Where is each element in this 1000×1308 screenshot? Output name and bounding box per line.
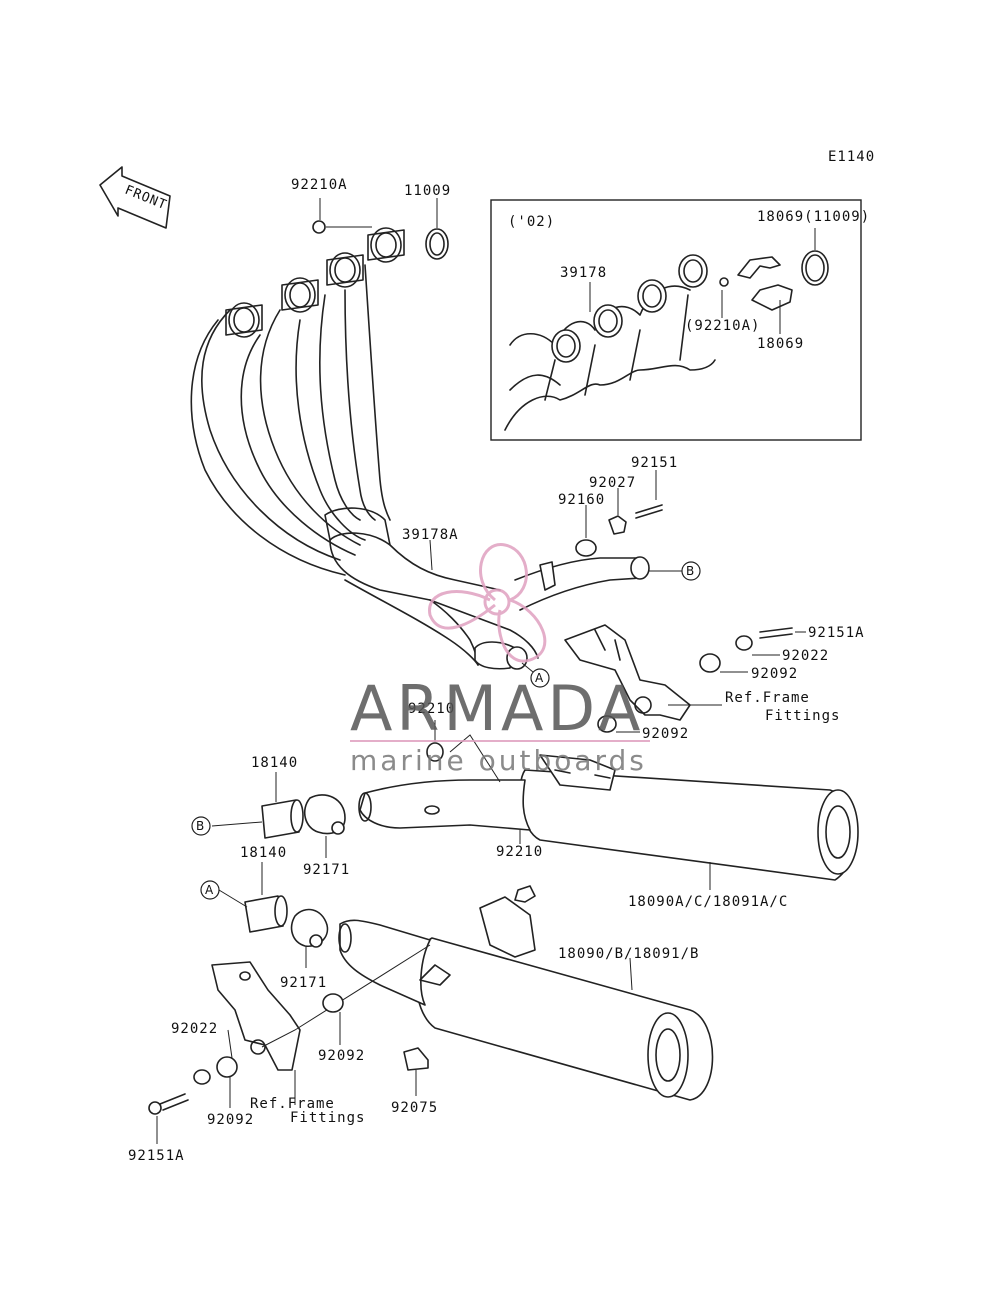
washer-92022-left xyxy=(193,1069,211,1085)
label-18090: 18090/B/18091/B xyxy=(558,946,699,962)
label-11009: 11009 xyxy=(404,183,451,199)
bracket-left xyxy=(211,961,301,1071)
muffler-lower xyxy=(338,896,714,1101)
watermark-logo-icon xyxy=(428,543,547,663)
front-arrow-icon: FRONT xyxy=(99,166,171,229)
label-92075: 92075 xyxy=(391,1100,438,1116)
label-18069-11009: 18069(11009) xyxy=(757,209,870,225)
nut-92092-right2 xyxy=(597,715,617,733)
label-39178a: 39178A xyxy=(402,527,459,543)
nut-92210-upper xyxy=(426,742,444,762)
watermark-brand: ARMADA xyxy=(350,672,644,745)
label-18140-bottom: 18140 xyxy=(240,845,287,861)
gasket-11009 xyxy=(425,228,449,260)
label-92160: 92160 xyxy=(558,492,605,508)
nut-92210a xyxy=(312,220,326,234)
label-92171-bottom: 92171 xyxy=(280,975,327,991)
label-39178: 39178 xyxy=(560,265,607,281)
callout-b-top-text: B xyxy=(686,564,694,578)
inset-box xyxy=(490,199,862,441)
nut-92092-left1 xyxy=(322,993,344,1013)
callout-a-bottom-text: A xyxy=(205,883,214,897)
watermark-tagline: marine outboards xyxy=(350,744,647,777)
nut-92092-right1 xyxy=(699,653,721,673)
inset-header-pipes xyxy=(504,250,829,431)
callout-b-top xyxy=(681,561,701,581)
label-92022-right: 92022 xyxy=(782,648,829,664)
bolt-92151 xyxy=(635,504,663,519)
callout-a-top xyxy=(530,668,550,688)
callout-b-bottom-text: B xyxy=(196,819,204,833)
label-92151a-left: 92151A xyxy=(128,1148,185,1164)
label-92092-right1: 92092 xyxy=(751,666,798,682)
nut-92210-lower xyxy=(514,885,536,903)
label-18140-top: 18140 xyxy=(251,755,298,771)
label-92151: 92151 xyxy=(631,455,678,471)
inset-year: ('02) xyxy=(508,214,555,230)
label-18090a: 18090A/C/18091A/C xyxy=(628,894,788,910)
ref-frame-right-line2: Fittings xyxy=(765,708,840,724)
label-92171-top: 92171 xyxy=(303,862,350,878)
ref-frame-left-line2: Fittings xyxy=(290,1110,365,1126)
label-92210a-inset: (92210A) xyxy=(685,318,760,334)
bolt-92151a-left xyxy=(159,1093,189,1111)
callout-b-bottom xyxy=(191,816,211,836)
label-92092-left2: 92092 xyxy=(207,1112,254,1128)
callout-a-top-text: A xyxy=(535,671,544,685)
label-92022-left: 92022 xyxy=(171,1021,218,1037)
diagram-code: E1140 xyxy=(828,149,875,165)
label-92210-upper: 92210 xyxy=(408,701,455,717)
label-92027: 92027 xyxy=(589,475,636,491)
label-92210-lower: 92210 xyxy=(496,844,543,860)
ref-frame-left-line1: Ref.Frame xyxy=(250,1096,335,1112)
collar-92027 xyxy=(608,515,627,535)
washer-92022-right xyxy=(735,635,753,651)
label-18069: 18069 xyxy=(757,336,804,352)
header-pipes xyxy=(190,227,650,670)
muffler-upper xyxy=(358,754,859,881)
damper-92075 xyxy=(403,1047,429,1071)
callout-a-bottom xyxy=(200,880,220,900)
watermark: ARMADA marine outboards xyxy=(350,543,650,777)
label-92092-right2: 92092 xyxy=(642,726,689,742)
label-92210a-top: 92210A xyxy=(291,177,348,193)
bolt-92151a-right xyxy=(759,627,793,639)
label-92151a-right: 92151A xyxy=(808,625,865,641)
bracket-right xyxy=(564,624,691,721)
grommet-92160 xyxy=(575,539,597,557)
ref-frame-right-line1: Ref.Frame xyxy=(725,690,810,706)
label-92092-left1: 92092 xyxy=(318,1048,365,1064)
nut-92092-left2 xyxy=(216,1056,238,1078)
